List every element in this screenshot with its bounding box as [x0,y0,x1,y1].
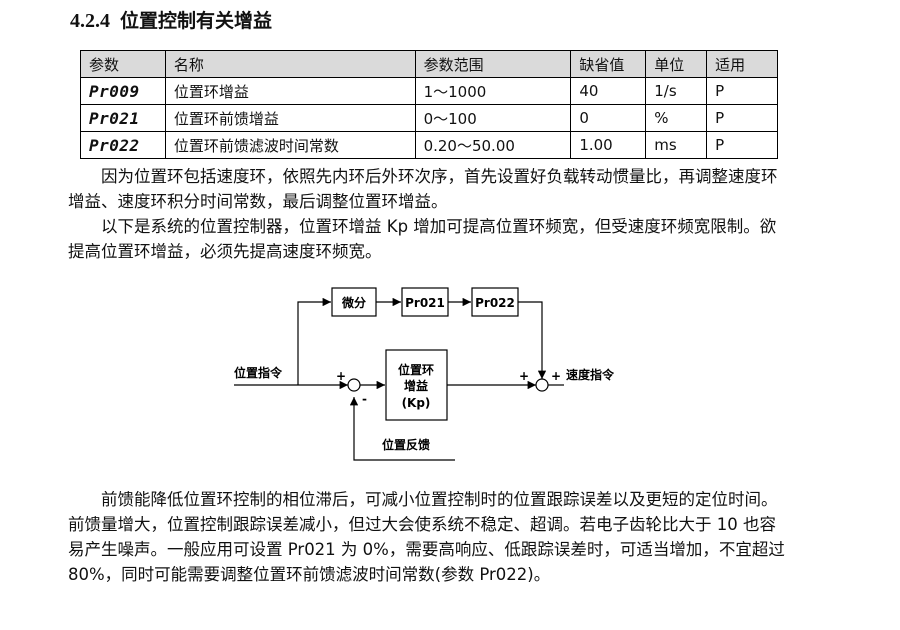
table-header-cell: 参数 [80,50,166,78]
table-row: Pr021 位置环前馈增益 0～100 0 % P [80,104,778,132]
feedback-line [349,397,455,461]
gain-block-label-line3: (Kp) [402,396,431,410]
differentiator-block [331,287,377,317]
plus-sign: + [336,369,346,383]
table-row: Pr009 位置环增益 1～1000 40 1/s P [80,77,778,105]
param-unit: % [645,104,708,132]
parameter-table: 参数 名称 参数范围 缺省值 单位 适用 Pr009 位置环增益 1～1000 … [80,50,778,159]
param-range: 1～1000 [414,77,572,105]
param-code: Pr009 [80,77,166,105]
gain-block-label-line1: 位置环 [398,362,434,377]
input-label: 位置指令 [234,365,283,380]
param-mode: P [706,104,778,132]
table-header-cell: 单位 [645,50,708,78]
param-range: 0～100 [414,104,572,132]
table-header-cell: 缺省值 [570,50,647,78]
plus-sign: + [551,369,561,383]
table-header-cell: 适用 [706,50,778,78]
param-range: 0.20～50.00 [414,131,572,159]
param-name: 位置环前馈增益 [164,104,416,132]
feedforward-branch-line [297,297,331,385]
minus-sign: - [362,392,367,406]
paragraph-feedforward: 前馈能降低位置环控制的相位滞后，可减小位置控制时的位置跟踪误差以及更短的定位时间… [68,490,785,584]
feedback-label: 位置反馈 [382,437,430,452]
param-default: 40 [570,77,647,105]
differentiator-label: 微分 [341,295,366,310]
summing-junction-output [535,378,549,392]
param-name: 位置环增益 [164,77,416,105]
section-heading: 4.2.4 位置控制有关增益 [70,6,272,33]
pr021-label: Pr021 [405,296,445,310]
param-name: 位置环前馈滤波时间常数 [164,131,416,159]
summing-junction-input [347,378,361,392]
output-label: 速度指令 [566,367,615,382]
param-code: Pr022 [80,131,166,159]
param-mode: P [706,131,778,159]
table-header-cell: 参数范围 [414,50,572,78]
param-mode: P [706,77,778,105]
pr022-block [471,287,519,317]
paragraph-tuning-order: 因为位置环包括速度环，依照先内环后外环次序，首先设置好负载转动惯量比，再调整速度… [68,167,778,211]
pr021-block [401,287,449,317]
param-unit: ms [645,131,708,159]
position-controller-block-diagram: 微分 Pr021 Pr022 位置环 增益 (Kp) 位置指令 速度指令 位置反… [234,287,615,461]
position-loop-gain-block [385,349,448,421]
table-header-cell: 名称 [164,50,416,78]
paragraph-position-controller: 以下是系统的位置控制器，位置环增益 Kp 增加可提高位置环频宽，但受速度环频宽限… [68,217,777,261]
plus-sign: + [519,369,529,383]
gain-block-label-line2: 增益 [404,378,428,393]
section-number: 4.2.4 [70,10,110,32]
table-row: Pr022 位置环前馈滤波时间常数 0.20～50.00 1.00 ms P [80,131,778,159]
table-header-row: 参数 名称 参数范围 缺省值 单位 适用 [80,50,778,78]
param-code: Pr021 [80,104,166,132]
feedforward-output-line [518,301,547,379]
param-unit: 1/s [645,77,708,105]
param-default: 1.00 [570,131,647,159]
param-default: 0 [570,104,647,132]
section-title: 位置控制有关增益 [120,10,273,32]
pr022-label: Pr022 [475,296,515,310]
